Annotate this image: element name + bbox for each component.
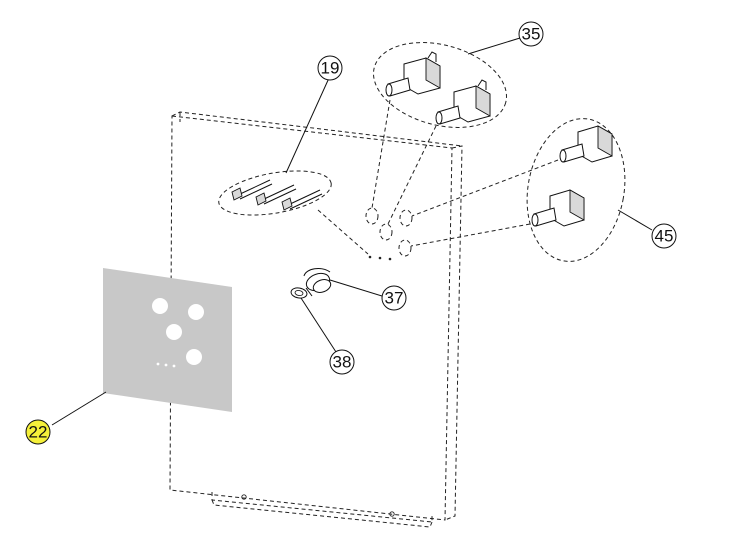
- door-small-hole-3: [388, 257, 392, 261]
- callout-38: 38: [329, 349, 355, 375]
- overlay-dot-3: [172, 364, 176, 368]
- door-small-hole-2: [378, 256, 382, 260]
- leader-35: [467, 37, 521, 55]
- potentiometer-group-35: [371, 42, 507, 225]
- potentiometer-3: [559, 125, 613, 163]
- bracket-hole-left: [241, 494, 247, 500]
- callout-45-label: 45: [655, 227, 674, 246]
- door-hole-1: [365, 207, 379, 225]
- leader-19: [285, 77, 330, 174]
- potentiometer-2: [435, 79, 491, 125]
- overlay-hole-3: [166, 324, 182, 340]
- knob-37: [303, 268, 332, 297]
- callout-37: 37: [381, 285, 407, 311]
- callout-45: 45: [651, 223, 677, 249]
- pot-group-35-outline: [373, 42, 507, 128]
- potentiometer-group-45: [410, 118, 626, 262]
- leader-45: [617, 209, 653, 231]
- washer-38: [290, 287, 308, 299]
- screw-1: [231, 179, 273, 201]
- door-knob-holes: [365, 207, 413, 261]
- door-hole-2: [379, 223, 393, 241]
- leader-38: [300, 297, 337, 353]
- leader-37: [329, 279, 383, 297]
- screw-3: [281, 189, 323, 211]
- overlay-dot-2: [164, 363, 168, 367]
- overlay-panel: [103, 268, 232, 412]
- callout-22-label: 22: [29, 423, 48, 442]
- screw-group-19: [218, 170, 369, 255]
- overlay-hole-4: [186, 349, 202, 365]
- callout-38-label: 38: [333, 353, 352, 372]
- callout-22: 22: [25, 419, 51, 445]
- door-panel: [169, 111, 463, 528]
- leader-22: [51, 391, 107, 426]
- door-small-hole-1: [368, 255, 372, 259]
- callout-19-label: 19: [321, 59, 340, 78]
- door-hole-4: [398, 239, 412, 257]
- callouts: 19 35 45 37 38 22: [25, 21, 677, 445]
- overlay-hole-2: [188, 304, 204, 320]
- callout-37-label: 37: [385, 289, 404, 308]
- bracket-hole-right: [389, 511, 395, 517]
- callout-35: 35: [518, 21, 544, 47]
- screw-group-outline: [218, 170, 332, 216]
- potentiometer-1: [385, 51, 441, 97]
- overlay-panel-shape: [103, 268, 232, 412]
- overlay-hole-1: [152, 298, 168, 314]
- pot-group-45-outline: [526, 118, 626, 262]
- callout-19: 19: [317, 55, 343, 81]
- door-hole-3: [399, 209, 413, 227]
- potentiometer-4: [531, 189, 585, 227]
- overlay-dot-1: [156, 362, 160, 366]
- screw-2: [255, 184, 297, 206]
- callout-35-label: 35: [522, 25, 541, 44]
- leader-lines: [51, 37, 653, 426]
